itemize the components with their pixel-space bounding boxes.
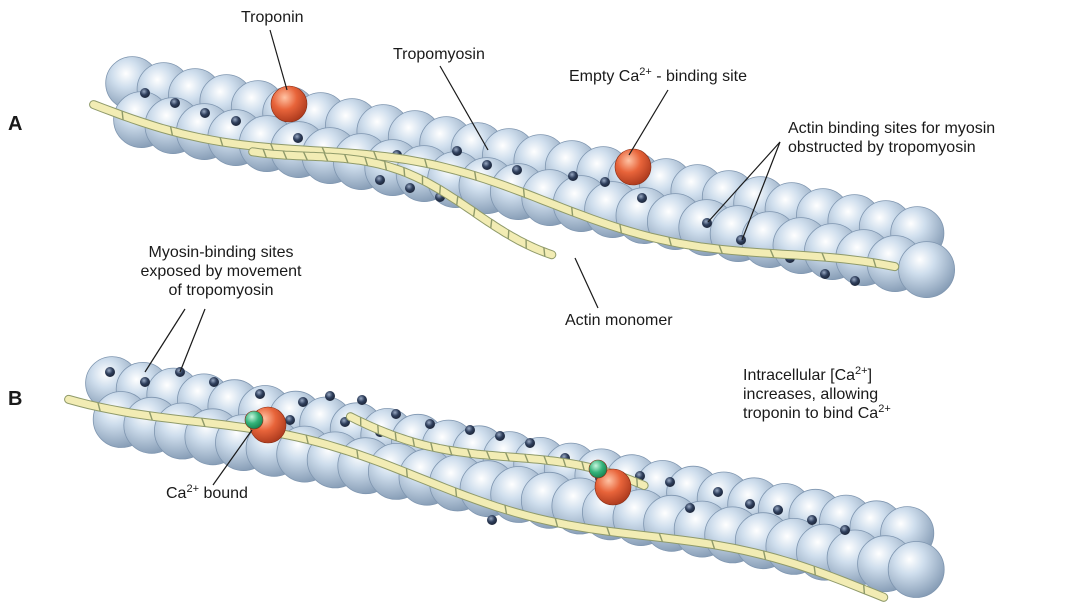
troponin-a2 [615,149,651,185]
myosin-binding-site [525,438,535,448]
myosin-binding-site [568,171,578,181]
tropomyosin-twist-stripe [544,248,545,257]
myosin-binding-site [495,431,505,441]
myosin-binding-site [105,367,115,377]
tropomyosin-twist-stripe [440,185,441,194]
actin-monomer [888,542,944,598]
label-ca-bound-sup: 2+ [186,483,199,495]
myosin-binding-site [487,515,497,525]
tropomyosin-twist-stripe [407,468,408,477]
leader-line [629,90,668,155]
actin-monomer [899,242,955,298]
myosin-binding-site [231,116,241,126]
myosin-binding-site [773,505,783,515]
label-ca-bound-pre: Ca [166,485,186,502]
tropomyosin-twist-stripe [122,111,123,120]
label-intracellular-line1-post: ] [868,367,872,384]
label-actin-sites-line1: Actin binding sites for myosin [788,119,995,138]
myosin-binding-site [713,487,723,497]
myosin-binding-site [452,146,462,156]
tropomyosin-twist-stripe [456,488,457,497]
myosin-binding-site [807,515,817,525]
myosin-binding-site [685,503,695,513]
tropomyosin-twist-stripe [572,207,573,216]
label-ca-bound-post: bound [199,485,248,502]
myosin-binding-site [375,175,385,185]
label-empty-site-post: - binding site [652,68,747,85]
myosin-binding-site [209,377,219,387]
tropomyosin-twist-stripe [864,585,865,594]
leader-line [180,309,205,372]
label-myosin-sites-line3: of tropomyosin [118,281,324,300]
calcium-ion-b2 [589,460,607,478]
label-myosin-sites-line1: Myosin-binding sites [118,243,324,262]
panel-label-a: A [8,113,22,136]
label-intracellular-line2: increases, allowing [743,385,891,404]
myosin-binding-site [405,183,415,193]
label-troponin: Troponin [241,8,304,27]
myosin-binding-site [665,477,675,487]
label-myosin-binding-sites: Myosin-binding sites exposed by movement… [118,243,324,300]
myosin-binding-site [357,395,367,405]
myosin-binding-site [637,193,647,203]
myosin-binding-site [140,88,150,98]
label-intracellular-line3-pre: troponin to bind Ca [743,405,878,422]
myosin-binding-site [512,165,522,175]
myosin-binding-site [325,391,335,401]
myosin-binding-site [298,397,308,407]
myosin-binding-site [255,389,265,399]
label-intracellular-line1-pre: Intracellular [Ca [743,367,855,384]
label-intracellular-line3: troponin to bind Ca2+ [743,404,891,423]
label-intracellular-line1-sup: 2+ [855,365,868,377]
myosin-binding-site [736,235,746,245]
myosin-binding-site [170,98,180,108]
label-empty-ca-binding-site: Empty Ca2+ - binding site [569,67,747,86]
myosin-binding-site [285,415,295,425]
label-actin-binding-sites: Actin binding sites for myosin obstructe… [788,119,995,157]
label-empty-site-sup: 2+ [639,66,652,78]
label-intracellular-ca: Intracellular [Ca2+] increases, allowing… [743,366,891,423]
label-actin-sites-line2: obstructed by tropomyosin [788,138,995,157]
label-ca-bound: Ca2+ bound [166,484,248,503]
tropomyosin-twist-stripe [404,168,405,177]
tropomyosin-twist-stripe [508,230,509,239]
troponin-a1 [271,86,307,122]
myosin-binding-site [820,269,830,279]
myosin-binding-site [465,425,475,435]
myosin-binding-site [840,525,850,535]
myosin-binding-site [482,160,492,170]
myosin-binding-site [200,108,210,118]
label-myosin-sites-line2: exposed by movement [118,262,324,281]
leader-line [575,258,598,308]
label-intracellular-line3-sup: 2+ [878,403,891,415]
myosin-binding-site [850,276,860,286]
leader-line [145,309,185,372]
tropomyosin-twist-stripe [395,432,396,441]
tropomyosin-twist-stripe [378,425,379,434]
label-actin-monomer: Actin monomer [565,311,673,330]
myosin-binding-site [140,377,150,387]
calcium-ion-b1 [245,411,263,429]
myosin-binding-site [600,177,610,187]
tropomyosin-twist-stripe [524,189,525,198]
myosin-binding-site [391,409,401,419]
label-intracellular-line1: Intracellular [Ca2+] [743,366,891,385]
myosin-binding-site [293,133,303,143]
myosin-binding-site [425,419,435,429]
myosin-binding-site [745,499,755,509]
tropomyosin-twist-stripe [637,478,638,487]
label-empty-site-pre: Empty Ca [569,68,639,85]
label-tropomyosin: Tropomyosin [393,45,485,64]
panel-label-b: B [8,388,22,411]
leader-line [270,30,287,90]
